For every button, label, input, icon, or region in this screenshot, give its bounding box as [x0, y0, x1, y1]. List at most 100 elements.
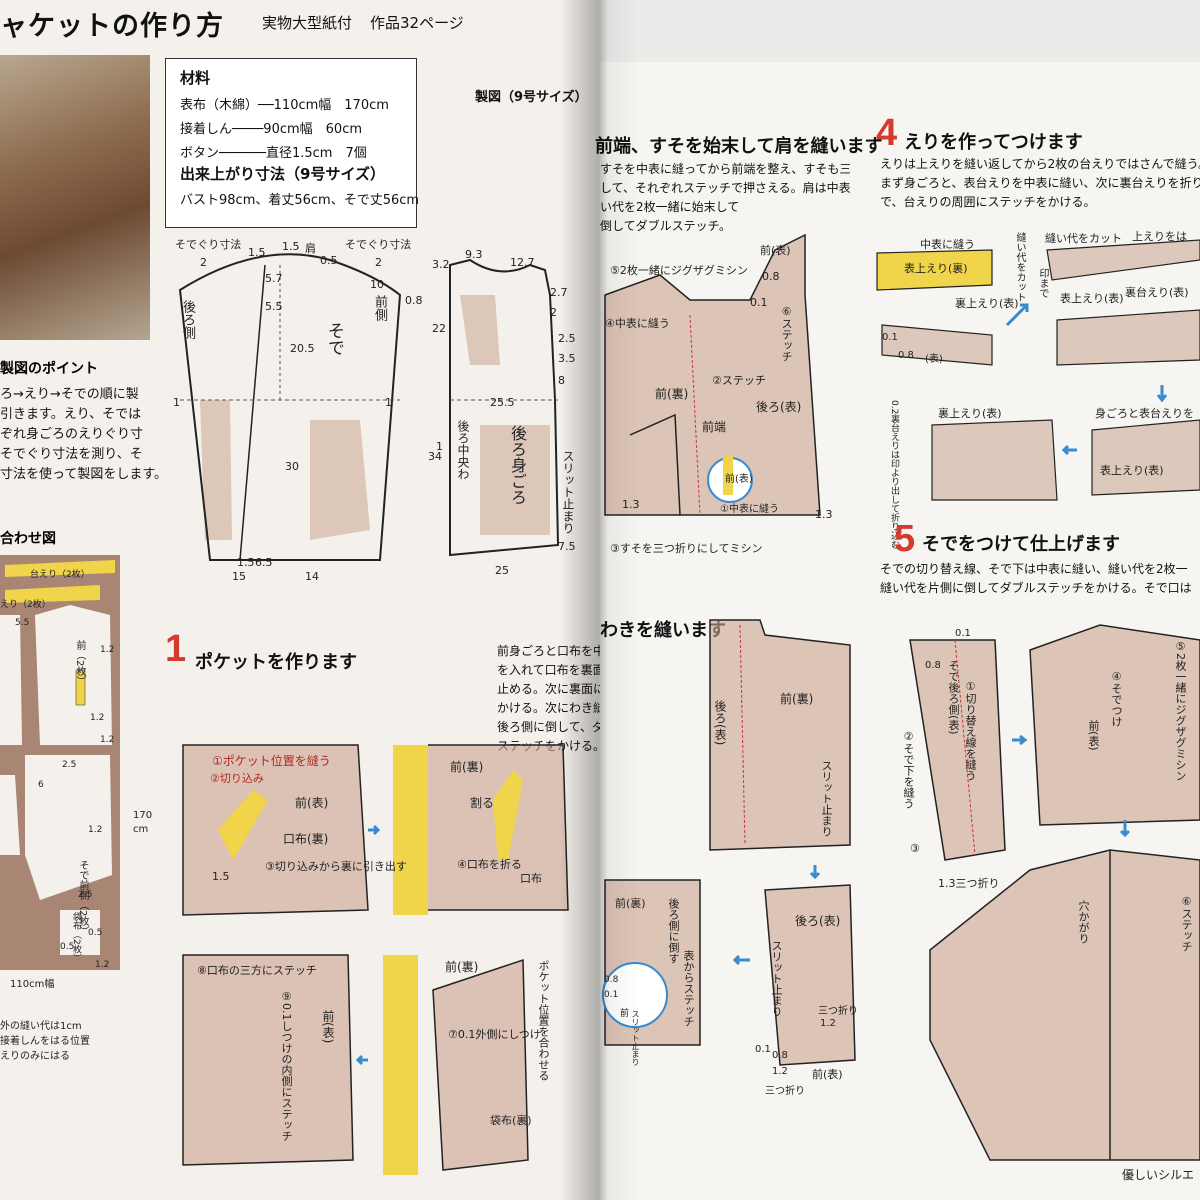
step-label: 前(表) [295, 796, 329, 810]
step-body-line: 止める。次に裏面に縫い三つ折りにしてステ [497, 682, 612, 696]
step-body-line: い代を2枚一緒に始末して [600, 200, 740, 214]
step-body-line: 倒してダブルステッチ。 [600, 219, 732, 233]
dim-label: 0.8 [405, 294, 423, 307]
step-title: ポケットを作ります [195, 652, 357, 673]
step-label: 前端 [702, 420, 727, 434]
dim-label: 5.7 [265, 272, 283, 285]
piece-label: 台えり（2枚） [30, 570, 90, 580]
layout-dim: 1.2 [100, 735, 115, 745]
dim-label: 2.7 [550, 286, 568, 299]
step-label: 穴かがり [1077, 900, 1090, 944]
step-body-line: えりは上えりを縫い返してから2枚の台えりではさんで縫う。 [880, 157, 1200, 171]
points-heading: 製図のポイント [0, 361, 98, 377]
step-label: 身ごろと表台えりを [1095, 407, 1194, 420]
step-label: 表上えり(裏) [904, 262, 968, 275]
step-label: 中表に縫う [920, 238, 975, 251]
dim-label: 5.5 [265, 300, 283, 313]
step-label: 0.1 [750, 296, 768, 309]
step-body-line: まず身ごろと、表台えりを中表に縫い、次に裏台えりを折り [880, 176, 1200, 190]
step-label: ④口布を折る [457, 858, 522, 871]
step-body-line: 後ろ側に倒して、ダ [497, 720, 605, 734]
dim-label: 2 [200, 256, 207, 269]
materials-box: 材料 表布（木綿）──110cm幅 170cm 接着しん────90cm幅 60… [165, 58, 419, 228]
dim-label: 2 [375, 256, 382, 269]
step-label: 1.3 [622, 498, 640, 511]
step-label: 前(表) [321, 1010, 335, 1044]
points-line: ぞれ身ごろのえりぐり寸 [0, 427, 144, 442]
layout-dim: 0.5 [88, 928, 103, 938]
step-body-line: そでの切り替え線、そで下は中表に縫い、縫い代を2枚一 [880, 562, 1188, 576]
step-label: 袋布(裏) [490, 1114, 532, 1127]
step-label: ⑤2枚一緒にジグザグミシン [1174, 640, 1187, 781]
step-label: 前(表) [725, 474, 753, 485]
step-body-line: かける。次にわき縫 [497, 701, 606, 715]
dim-label: 2.5 [558, 332, 576, 345]
piece-label: 袋布（2枚） [71, 912, 81, 963]
points-line: 引きます。えり、そでは [0, 407, 142, 422]
step2-diagram [604, 233, 821, 516]
piece-label: えり（2枚） [0, 600, 51, 610]
piece-label: 前（2枚） [74, 640, 85, 687]
step-label: そで後ろ側(表) [947, 660, 960, 735]
back-side-label: 後ろ側 [180, 300, 195, 339]
step-body-line: を入れて口布を裏面に返し、スリットの部分をそ [497, 663, 612, 677]
step-label: ⑤2枚一緒にジグザグミシン [610, 264, 748, 277]
step-body: そでの切り替え線、そで下は中表に縫い、縫い代を2枚一 縫い代を片側に倒してダブル… [880, 560, 1200, 598]
step-label: ③ [910, 842, 920, 855]
layout-dim: 0.5 [60, 942, 75, 952]
step-label: ⑧口布の三方にステッチ [197, 964, 317, 977]
layout-note: 接着しんをはる位置 [0, 1036, 90, 1047]
step-label: 後ろ側に倒す [667, 898, 680, 964]
step4-diagrams [876, 239, 1200, 501]
step-label: 前 [620, 1009, 630, 1019]
step-label: ②切り込み [210, 772, 264, 785]
dim-label: 34 [428, 450, 442, 463]
step-label: 割る [470, 796, 495, 810]
step-label: 0.2裏台えりは印より出して折り込む [889, 400, 899, 550]
step-body: えりは上えりを縫い返してから2枚の台えりではさんで縫う。 まず身ごろと、表台えり… [880, 155, 1200, 212]
step-label: ⑦0.1外側にしつけ [448, 1028, 541, 1041]
left-page: ャケットの作り方 実物大型紙付 作品32ページ 材料 表布（木綿）──110cm… [0, 0, 612, 1200]
step-label: 前(表) [812, 1068, 843, 1081]
step-label: 0.8 [898, 350, 914, 361]
step3-diagrams [602, 619, 856, 1066]
layout-dim: 1.2 [90, 713, 105, 723]
step-label: 縫い代をカット [1014, 232, 1025, 302]
step-label: スリット止まり [631, 1010, 640, 1066]
step-label: 表上えり(表) [1060, 292, 1124, 305]
dim-label: 20.5 [290, 342, 315, 355]
step-label: 後ろ(表) [795, 914, 841, 928]
page-caption: 優しいシルエ [1122, 1168, 1195, 1182]
step-label: 裏上えり(表) [938, 407, 1002, 420]
step-label: 表上えり(表) [1100, 464, 1164, 477]
points-line: そでぐり寸法を測り、そ [0, 447, 143, 462]
slit-label: スリット止まり [561, 450, 575, 534]
step-label: 口布(裏) [283, 832, 329, 846]
step-label: 三つ折り [818, 1006, 858, 1017]
size-heading: 出来上がり寸法（9号サイズ） [180, 165, 385, 183]
step-label: 0.1 [755, 1044, 771, 1055]
materials-heading: 材料 [180, 69, 211, 87]
layout-dim: 2.5 [78, 890, 93, 900]
step-body-line: 前身ごろと口布を中表に縫い止まりまでをのり [497, 644, 612, 658]
step-label: ②そで下を縫う [902, 730, 915, 809]
step-body-line: 縫い代を片側に倒してダブルステッチをかける。そで口は [880, 581, 1192, 595]
dim-label: 1.5 [282, 240, 300, 253]
dim-label: 3.5 [558, 352, 576, 365]
step-label: 0.8 [762, 270, 780, 283]
step-label: 前(裏) [780, 692, 814, 706]
step-label: 1.3 [815, 508, 833, 521]
dim-label: 1.5 [248, 246, 266, 259]
points-line: ろ→えり→そでの順に製 [0, 387, 139, 402]
step-label: ①切り替え線を縫う [964, 680, 977, 781]
step-title: そでをつけて仕上げます [922, 534, 1120, 555]
step-label: 0.8 [604, 975, 619, 985]
step-label: 後ろ(表) [756, 400, 802, 414]
step-label: ⑨0.1しつけの内側にステッチ [280, 990, 293, 1142]
layout-width: 110cm幅 [10, 979, 55, 990]
step-label: 裏上えり(表) [955, 297, 1019, 310]
step-label: 前(表) [1087, 720, 1100, 751]
drafting-label: 製図（9号サイズ） [475, 90, 588, 105]
dim-label: 0.5 [320, 254, 338, 267]
